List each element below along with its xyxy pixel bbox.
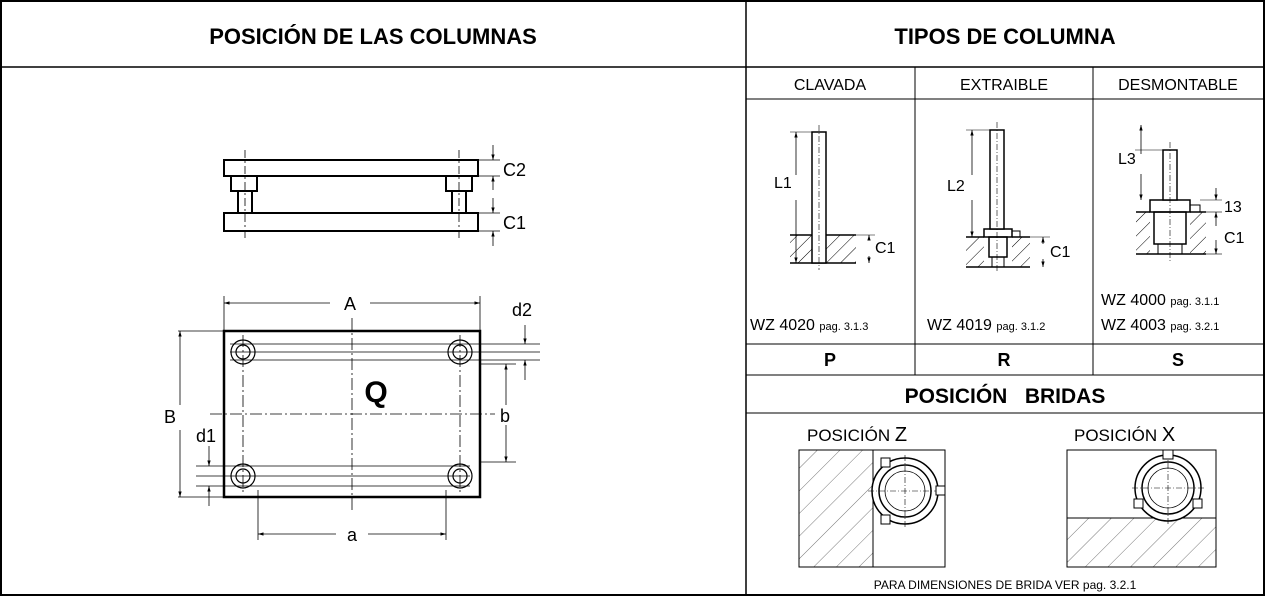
side-view-dimensions — [478, 145, 500, 246]
extraible-drawing — [966, 122, 1050, 272]
clavada-ref: WZ 4020 pag. 3.1.3 — [750, 317, 868, 334]
extraible-c1-label: C1 — [1050, 244, 1071, 261]
dim-b-label: b — [500, 406, 510, 426]
dim-a-label: a — [347, 525, 358, 545]
pos-x-drawing — [1066, 449, 1217, 568]
extraible-ref: WZ 4019 pag. 3.1.2 — [927, 317, 1045, 334]
left-panel-title: POSICIÓN DE LAS COLUMNAS — [209, 24, 537, 49]
desmontable-length-label: L3 — [1118, 151, 1136, 168]
desmontable-13-label: 13 — [1224, 199, 1242, 216]
dim-d2-label: d2 — [512, 300, 532, 320]
desmontable-code: S — [1172, 350, 1184, 370]
clavada-drawing — [790, 125, 875, 270]
dim-A-label: A — [344, 294, 356, 314]
clavada-code: P — [824, 350, 836, 370]
desmontable-c1-label: C1 — [1224, 230, 1245, 247]
clavada-length-label: L1 — [774, 175, 792, 192]
dim-c2-label: C2 — [503, 160, 526, 180]
column-type-desmontable: DESMONTABLE — [1118, 77, 1238, 94]
side-view-drawing — [223, 150, 479, 240]
pos-x-label: POSICIÓN X — [1074, 424, 1175, 446]
bridas-title: POSICIÓN BRIDAS — [905, 384, 1106, 408]
plan-view-drawing — [178, 296, 540, 540]
column-type-extraible: EXTRAIBLE — [960, 77, 1048, 94]
column-type-clavada: CLAVADA — [794, 77, 867, 94]
pos-z-label: POSICIÓN Z — [807, 424, 907, 446]
pos-z-drawing — [798, 449, 946, 568]
plan-q-label: Q — [364, 376, 387, 409]
desmontable-drawing — [1135, 125, 1222, 262]
plan-view-dimensions — [178, 301, 527, 536]
extraible-code: R — [998, 350, 1011, 370]
desmontable-ref-2: WZ 4003 pag. 3.2.1 — [1101, 317, 1219, 334]
extraible-length-label: L2 — [947, 178, 965, 195]
flange-dimensions-note: PARA DIMENSIONES DE BRIDA VER pag. 3.2.1 — [874, 578, 1137, 592]
right-panel-title: TIPOS DE COLUMNA — [894, 24, 1115, 49]
dim-B-label: B — [164, 407, 176, 427]
dim-d1-label: d1 — [196, 426, 216, 446]
dim-c1-label: C1 — [503, 213, 526, 233]
clavada-c1-label: C1 — [875, 240, 896, 257]
desmontable-ref-1: WZ 4000 pag. 3.1.1 — [1101, 292, 1219, 309]
